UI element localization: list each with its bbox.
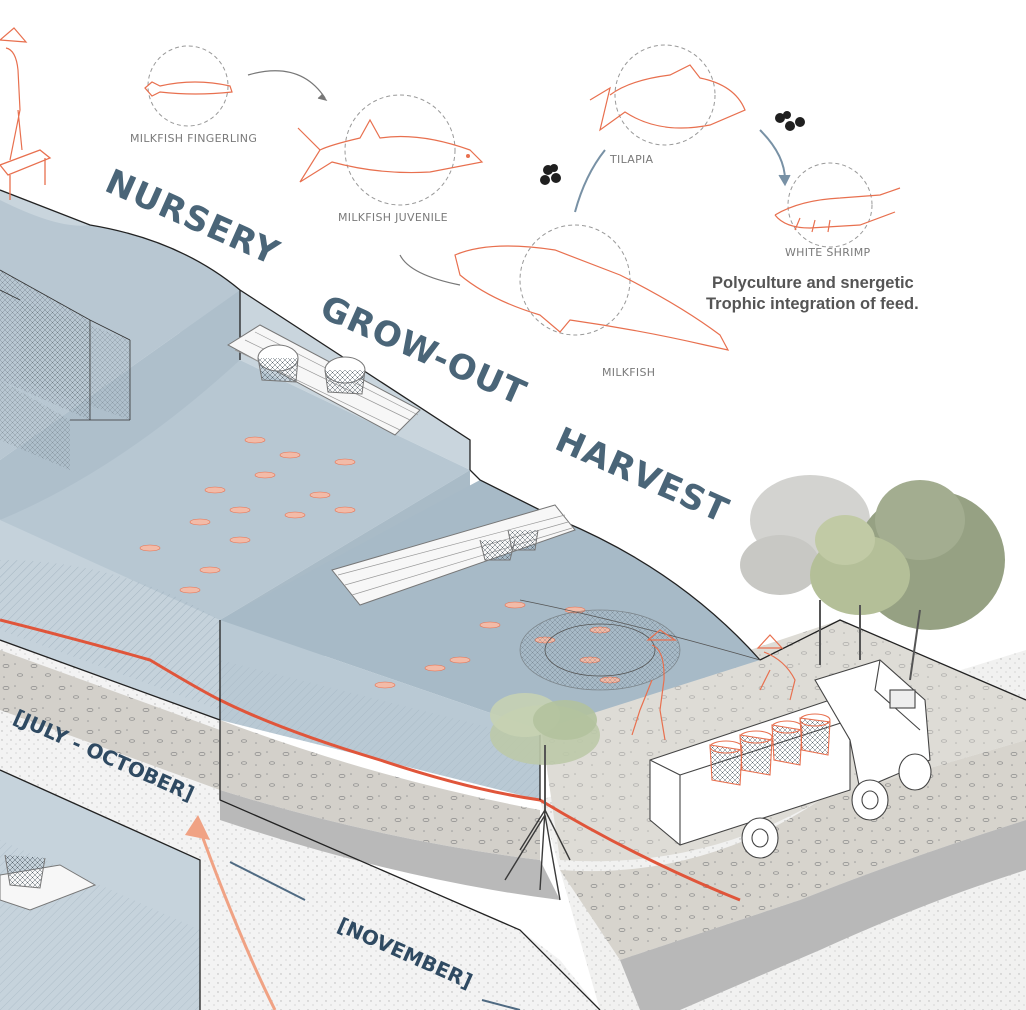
dock	[0, 149, 52, 200]
milkfish-illustration	[454, 224, 730, 351]
fingerling-illustration	[144, 45, 233, 127]
juvenile-illustration	[297, 94, 484, 206]
truck-baskets	[709, 713, 831, 786]
label-shrimp: WHITE SHRIMP	[785, 246, 870, 259]
cycle-arrow	[198, 829, 277, 1010]
harvest-hatch	[220, 660, 540, 800]
raft-growout	[227, 324, 421, 436]
gravel-band-right-texture	[560, 740, 1026, 960]
nursery-nets	[0, 269, 131, 470]
stage-title-harvest: HARVEST	[549, 420, 734, 532]
worker-in-pond	[631, 629, 677, 741]
block-outline	[0, 189, 1026, 1010]
timeline-dash-1	[229, 861, 306, 901]
growout-pond-surface	[0, 360, 470, 620]
label-juvenile: MILKFISH JUVENILE	[338, 211, 448, 224]
grey-band-mid	[220, 790, 560, 900]
label-milkfish: MILKFISH	[602, 366, 655, 379]
timeline-dash-2	[481, 999, 521, 1010]
background-trees	[740, 475, 1005, 681]
label-tilapia: TILAPIA	[609, 153, 654, 166]
pond-tree	[490, 693, 600, 901]
farmer-on-dock	[0, 27, 28, 161]
raft-lower	[0, 854, 97, 911]
cycle-arrow-head	[185, 815, 210, 840]
tilapia-illustration	[589, 44, 746, 146]
flow-arrows	[247, 70, 791, 286]
feed-pellets	[540, 111, 805, 185]
worker-on-bank	[756, 634, 796, 701]
harvest-net	[519, 599, 761, 691]
raft-harvest	[331, 504, 576, 606]
gravel-band-left-texture	[0, 650, 220, 790]
label-fingerling: MILKFISH FINGERLING	[130, 132, 257, 145]
caption-line-2: Trophic integration of feed.	[706, 295, 919, 313]
caption-line-1: Polyculture and snergetic	[712, 274, 914, 292]
substrate-line	[0, 618, 741, 902]
gravel-band-mid-texture	[220, 720, 540, 860]
grey-band-right	[620, 820, 1026, 1010]
shrimp-illustration	[774, 162, 901, 248]
growout-hatch	[0, 560, 220, 710]
